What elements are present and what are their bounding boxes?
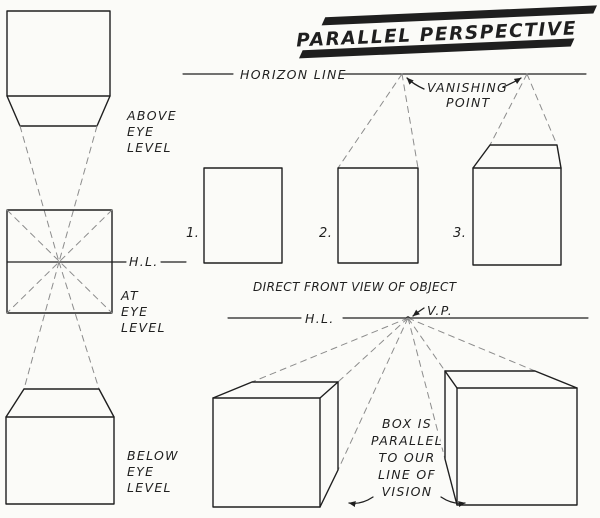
title-bottom-bar [299,38,575,59]
left-perspective-box [212,381,339,508]
below-eye-label-line1: BELOW [127,448,179,463]
note-line1: BOX IS [382,416,432,431]
vanishing-point-label-line2: POINT [446,95,491,110]
box-3-front-face [472,167,562,266]
horizon-section: HORIZON LINE VANISHING POINT [182,67,587,169]
vp-ray [251,317,409,383]
above-eye-label-line2: EYE [127,124,154,139]
note-line4: LINE OF [378,467,436,482]
vanishing-point-label-line1: VANISHING [427,80,508,95]
convergence-ray [23,261,60,390]
horizon-line-label: HORIZON LINE [240,67,347,82]
vp1-ray [337,73,403,169]
note-arrow-left [348,496,374,508]
vp2-ray [526,73,558,146]
left-column: ABOVE EYE LEVEL H.L. AT EYE LEVEL BELOW … [5,10,187,505]
vp-ray [407,317,536,372]
above-box-front-face [6,10,111,97]
diagonal-ray [6,209,113,314]
square-number-2: 2. [319,226,332,241]
right-box-front-face [456,387,578,506]
below-eye-label-line2: EYE [127,464,154,479]
at-eye-label-line3: LEVEL [121,320,166,335]
left-box-side-face [319,381,339,508]
square-2 [337,167,419,264]
vp2-ray [489,73,528,146]
note-block: BOX IS PARALLEL TO OUR LINE OF VISION [369,414,445,502]
right-box-top-face [444,370,578,389]
vanishing-point-arrow-left [406,77,425,90]
diagonal-ray [6,209,113,314]
vp-label: V.P. [427,303,453,318]
title-top-bar [321,5,597,26]
below-box-front-face [5,416,115,505]
hl2-label: H.L. [305,311,335,326]
title-banner: PARALLEL PERSPECTIVE [296,5,597,59]
front-view-row: 1. 2. 3. DIRECT FRONT VIEW OF OBJECT [186,144,562,294]
bottom-section: H.L. V.P. BOX IS PARALLEL TO OUR LIN [212,303,589,508]
vp-ray [337,317,409,383]
above-eye-label-line1: ABOVE [126,108,177,123]
at-eye-label-line2: EYE [121,304,148,319]
left-hl-label: H.L. [129,254,159,269]
vanishing-point-arrow-right [502,77,522,88]
above-box-bottom-face [6,95,111,127]
vp-ray [407,317,446,460]
square-number-3: 3. [453,226,466,241]
vp1-ray [401,73,419,169]
above-eye-label-line3: LEVEL [127,140,172,155]
at-eye-level-box [6,209,187,314]
left-box-top-face [212,381,339,399]
note-line2: PARALLEL [371,433,443,448]
front-view-caption: DIRECT FRONT VIEW OF OBJECT [253,280,458,294]
right-perspective-box [444,370,578,506]
note-line5: VISION [382,484,433,499]
convergence-ray [58,261,100,390]
note-line3: TO OUR [379,450,436,465]
right-box-side-face [444,370,458,506]
vp-label-arrow [412,307,425,317]
square-1 [203,167,283,264]
square-number-1: 1. [186,226,199,241]
below-eye-label-line3: LEVEL [127,480,172,495]
vp-ray [337,317,409,471]
above-eye-level-box [6,10,111,127]
convergence-ray [58,125,98,263]
box-3 [472,144,562,266]
vp-ray [407,317,446,372]
note-arrow-right [440,496,466,508]
left-box-front-face [212,397,321,508]
box-3-top-face [472,144,562,169]
convergence-ray [19,125,60,263]
below-box-top-face [5,388,115,418]
at-eye-label-line1: AT [120,288,139,303]
below-eye-level-box [5,388,115,505]
